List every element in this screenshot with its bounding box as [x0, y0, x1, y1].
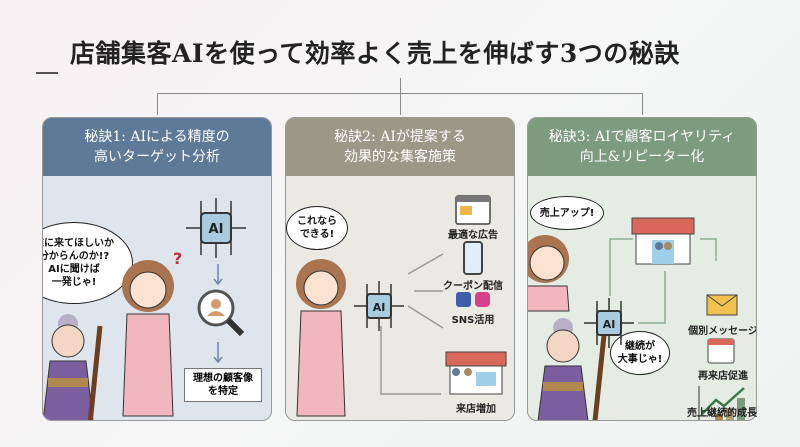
- ai-chip-label: AI: [209, 222, 224, 237]
- sns-usage-label: SNS活用: [451, 315, 495, 326]
- secret-3-panel: 秘訣3: AIで顧客ロイヤリティ 向上&リピーター化 売上アップ! 継続が 大事…: [527, 117, 757, 421]
- magnifier-user-icon: [197, 289, 245, 337]
- heading-line: 向上&リピーター化: [579, 149, 705, 165]
- heading-line: 効果的な集客施策: [344, 149, 456, 165]
- ideal-customer-result: 理想の顧客像 を特定: [184, 368, 262, 402]
- woman-speech-bubble: これなら できる!: [286, 206, 348, 250]
- bubble-line: 一発じゃ!: [51, 277, 97, 288]
- sales-growth-label: 売上継続的成長: [687, 408, 757, 419]
- down-arrow-icon: [213, 264, 223, 286]
- bubble-line: できる!: [299, 229, 335, 240]
- title-decoration: [36, 72, 58, 74]
- ai-chip-icon: AI: [186, 198, 246, 258]
- store-visit-icon: [445, 351, 507, 395]
- svg-text:?: ?: [173, 249, 182, 268]
- heading-line: 秘訣1: AIによる精度の: [84, 129, 230, 145]
- connector-stem: [400, 78, 401, 115]
- bubble-line: これなら: [297, 216, 337, 227]
- ai-chip-label: AI: [373, 301, 386, 314]
- revisit-promotion-label: 再来店促進: [698, 371, 748, 382]
- woman-happy-illustration: [528, 235, 570, 312]
- browser-ad-icon: [455, 195, 491, 225]
- social-media-icon: [456, 292, 490, 307]
- envelope-icon: [706, 294, 738, 316]
- grandma-illustration: [43, 314, 103, 420]
- ai-chip-icon: AI: [584, 298, 634, 348]
- grandma-speech-bubble: 継続が 大事じゃ!: [610, 331, 670, 375]
- bubble-line: 継続が: [625, 341, 655, 352]
- heading-line: 高いターゲット分析: [94, 149, 220, 165]
- personal-message-label: 個別メッセージ: [688, 326, 757, 337]
- bubble-line: 分からんのか!?: [42, 251, 110, 262]
- secret-2-panel: 秘訣2: AIが提案する 効果的な集客施策 これなら できる! AI 最適な広告…: [285, 117, 515, 421]
- result-line: 理想の顧客像: [193, 373, 253, 384]
- bubble-line: 大事じゃ!: [617, 354, 663, 365]
- loop-arrows: [609, 238, 717, 324]
- store-icon: [631, 217, 695, 265]
- down-arrow-icon: [213, 342, 223, 364]
- visit-increase-label: 来店増加: [456, 404, 496, 415]
- secret-2-heading: 秘訣2: AIが提案する 効果的な集客施策: [286, 118, 514, 176]
- ai-chip-icon: AI: [354, 281, 404, 331]
- heading-line: 秘訣3: AIで顧客ロイヤリティ: [548, 129, 736, 145]
- smartphone-icon: [463, 241, 483, 275]
- growth-chart-icon: [698, 386, 745, 420]
- woman-confident-illustration: [296, 259, 346, 417]
- coupon-delivery-label: クーポン配信: [443, 281, 503, 292]
- bubble-line: 誰に来てほしいか: [42, 238, 114, 249]
- secret-3-heading: 秘訣3: AIで顧客ロイヤリティ 向上&リピーター化: [528, 118, 756, 176]
- woman-thinking-illustration: ?: [122, 249, 182, 417]
- ai-chip-label: AI: [603, 318, 616, 331]
- secret-1-heading: 秘訣1: AIによる精度の 高いターゲット分析: [43, 118, 271, 176]
- optimal-ads-label: 最適な広告: [448, 230, 498, 241]
- calendar-icon: [707, 338, 735, 364]
- flow-arrows: [380, 253, 444, 395]
- page-title: 店舗集客AIを使って効率よく売上を伸ばす3つの秘訣: [70, 39, 680, 68]
- result-line: を特定: [208, 386, 238, 397]
- secret-1-panel: 秘訣1: AIによる精度の 高いターゲット分析 誰に来てほしいか 分からんのか!…: [42, 117, 272, 421]
- bubble-line: AIに聞けば: [48, 264, 100, 275]
- grandma-illustration: [537, 318, 608, 420]
- heading-line: 秘訣2: AIが提案する: [334, 129, 466, 145]
- woman-speech-bubble: 売上アップ!: [530, 196, 604, 230]
